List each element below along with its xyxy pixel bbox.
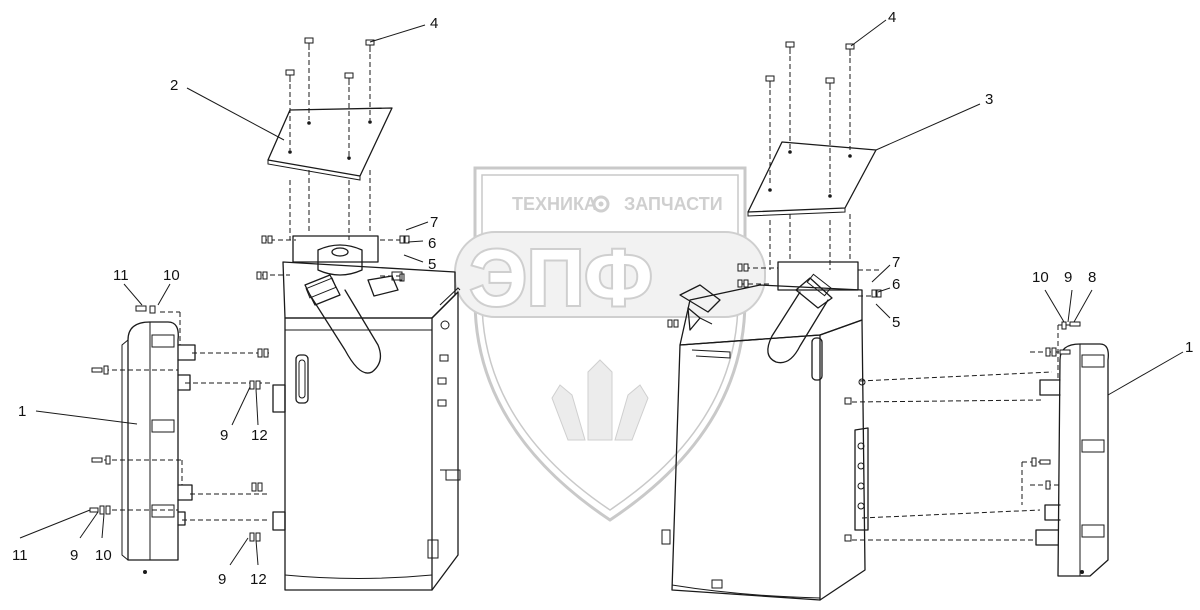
callout-3: 3	[985, 91, 993, 108]
callout-10-left-bottom: 10	[95, 547, 112, 564]
callout-11-left-bottom: 11	[12, 547, 28, 564]
callout-9-left-mid: 9	[220, 427, 228, 444]
left-top-bolts	[285, 37, 375, 85]
callout-7-right: 7	[892, 254, 900, 271]
left-ladder-bracket	[127, 321, 179, 561]
callout-4-right: 4	[888, 9, 896, 26]
callout-5-right: 5	[892, 314, 900, 331]
callout-9-left-lower: 9	[218, 571, 226, 588]
callout-7-left: 7	[430, 214, 438, 231]
watermark-text-right: ЗАПЧАСТИ	[624, 194, 723, 214]
wheat-icon	[551, 359, 649, 441]
callout-numbers-left: 4 2 7 6 5 11 10 1 9 12 11 9 10 9 12	[12, 15, 438, 588]
callout-4-left: 4	[430, 15, 438, 32]
callout-12-left-lower: 12	[250, 571, 267, 588]
callout-10-left-top: 10	[163, 267, 180, 284]
callout-1-left: 1	[18, 403, 26, 420]
right-cover-plate	[747, 141, 877, 213]
gear-icon	[592, 195, 610, 213]
left-tank-assembly	[89, 37, 461, 591]
right-ladder-bracket	[1057, 343, 1109, 577]
callout-11-left-top: 11	[113, 267, 129, 284]
watermark-logo: ЭПФ	[470, 233, 653, 322]
callout-10-right: 10	[1032, 269, 1049, 286]
callout-5-left: 5	[428, 256, 436, 273]
callout-8: 8	[1088, 269, 1096, 286]
callout-numbers-right: 4 3 7 6 5 10 9 8 1	[888, 9, 1193, 356]
callout-9-left-bottom: 9	[70, 547, 78, 564]
left-filler-pipe	[309, 289, 382, 374]
left-cover-plate	[267, 107, 393, 177]
callout-6-right: 6	[892, 276, 900, 293]
leader-lines	[19, 19, 1184, 566]
callout-6-left: 6	[428, 235, 436, 252]
right-filler-pipe	[767, 291, 829, 364]
watermark-shield: ТЕХНИКА ЗАПЧАСТИ ЭПФ	[454, 166, 766, 522]
callout-2: 2	[170, 77, 178, 94]
watermark-text-left: ТЕХНИКА	[512, 194, 597, 214]
callout-12-left-mid: 12	[251, 427, 268, 444]
callout-1-right: 1	[1185, 339, 1193, 356]
callout-9-right: 9	[1064, 269, 1072, 286]
right-tank-assembly	[661, 41, 1109, 601]
right-top-bolts	[765, 41, 855, 90]
